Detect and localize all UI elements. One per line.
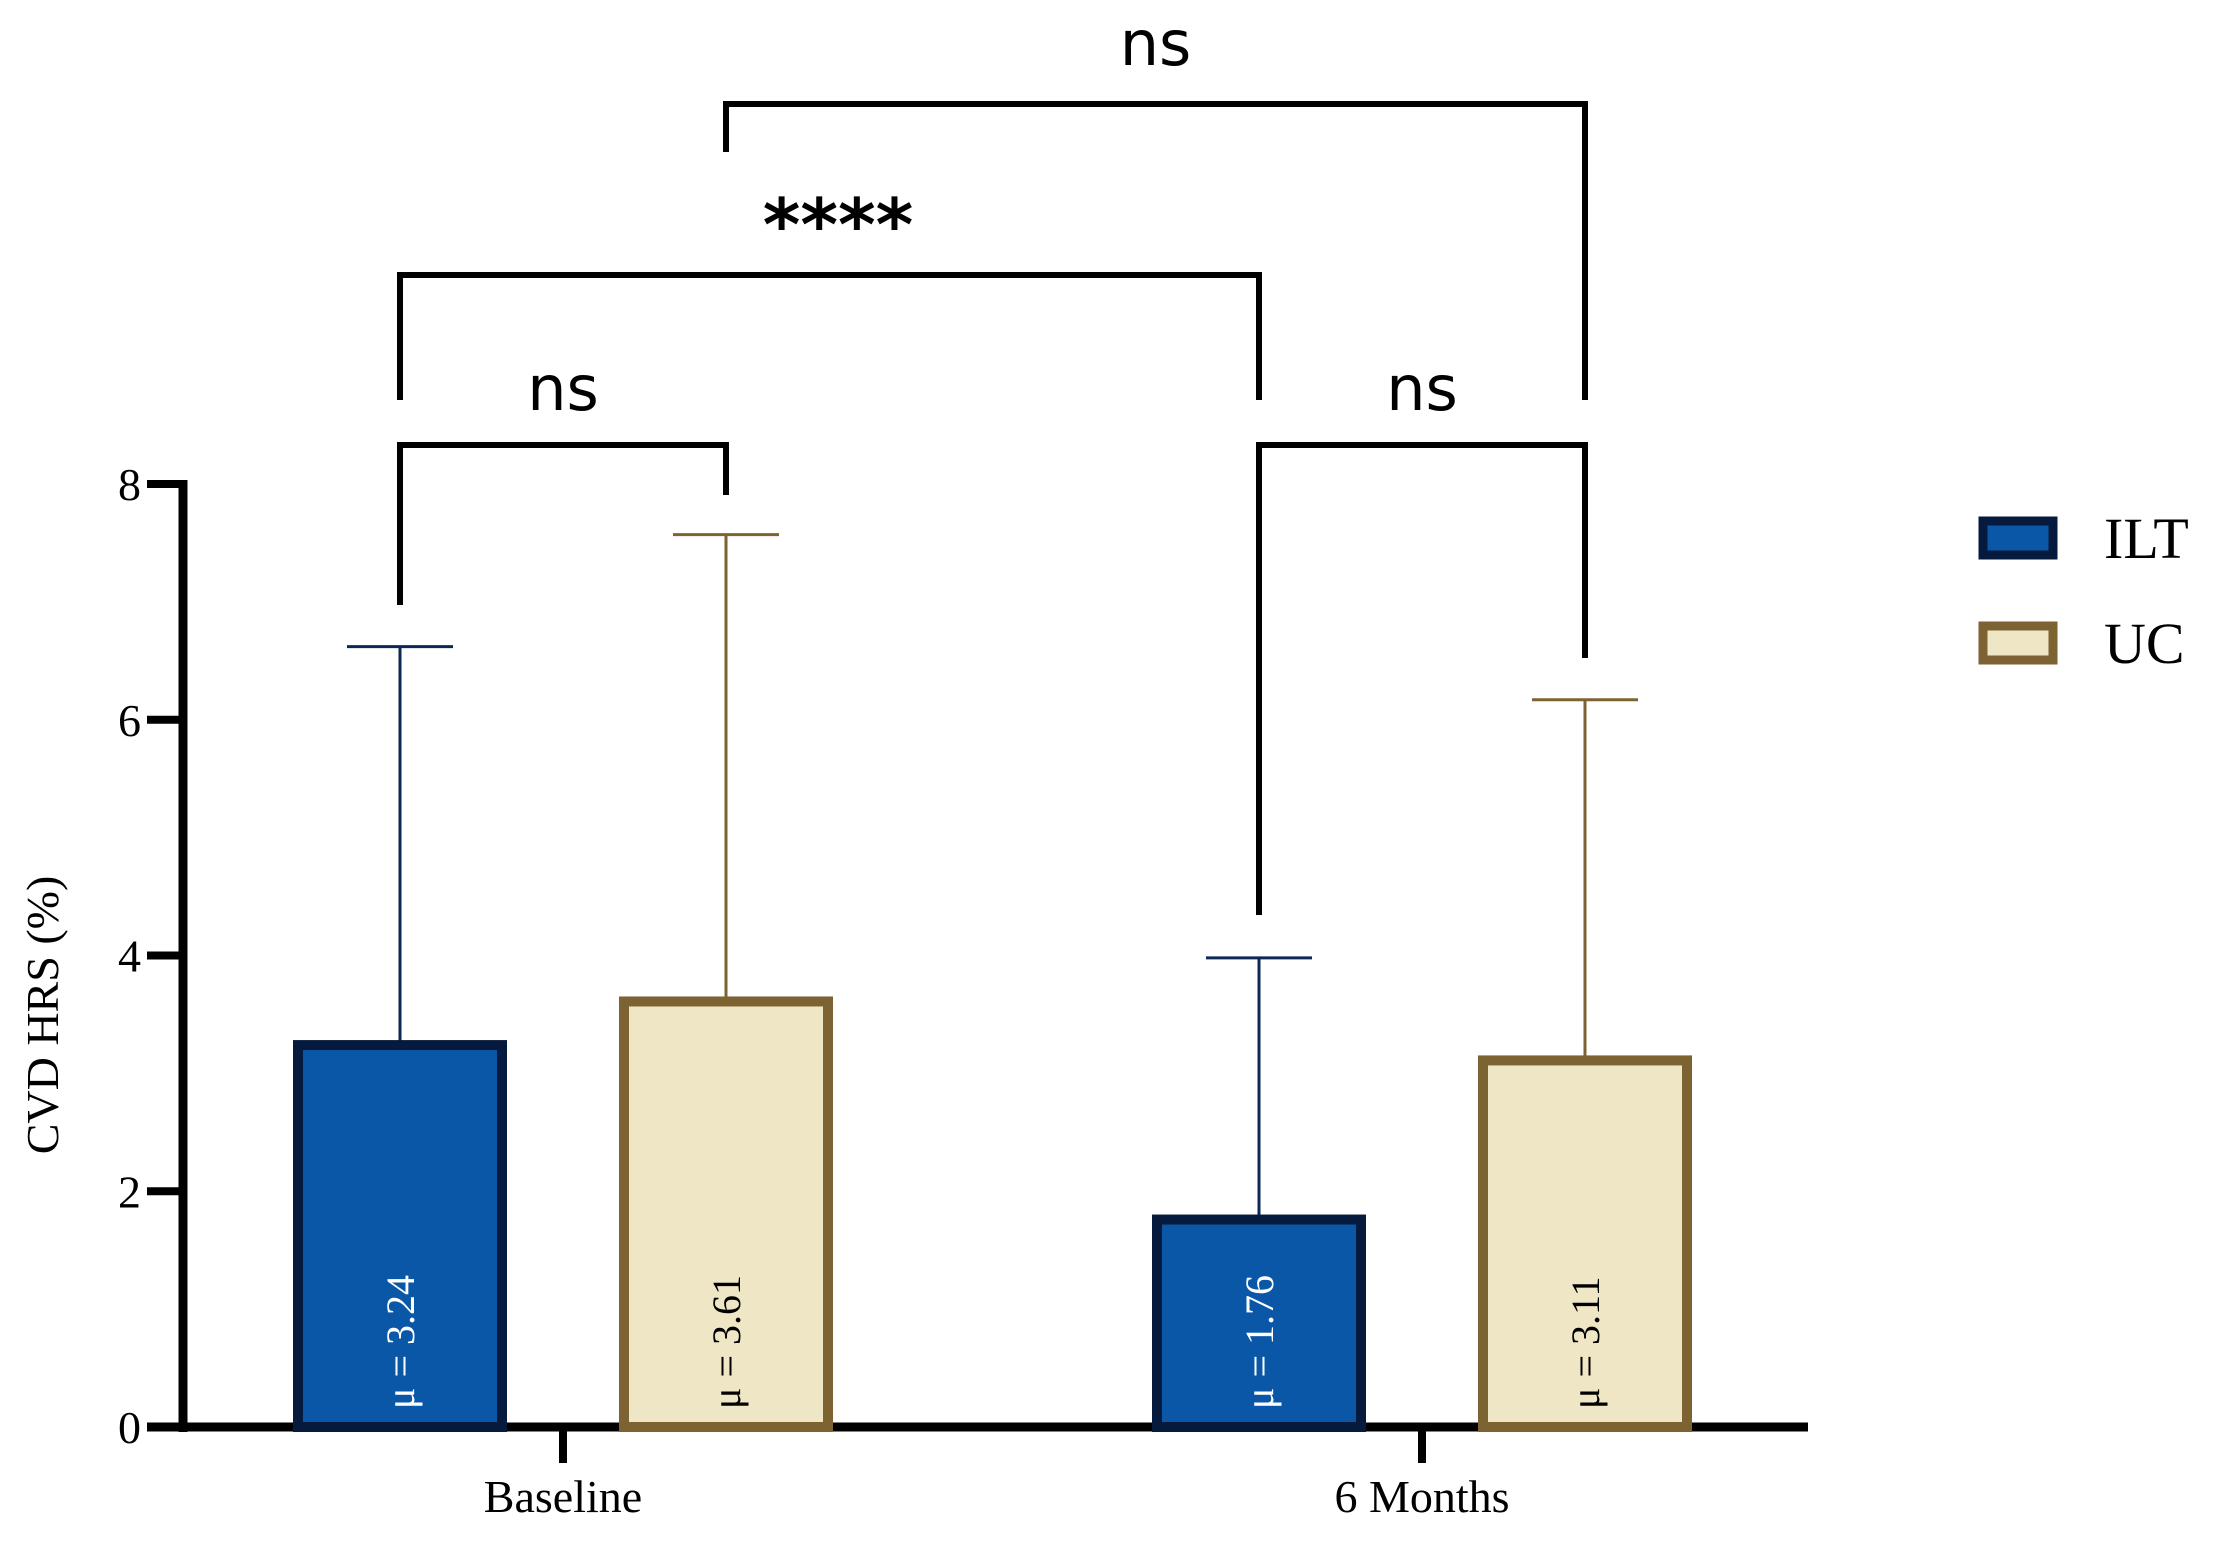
bar-ilt (293, 1040, 507, 1432)
x-tick-label: Baseline (484, 1471, 642, 1522)
bar-value-label: μ = 3.11 (1563, 1276, 1608, 1409)
bar-uc (619, 996, 833, 1432)
bar-value-label: μ = 1.76 (1237, 1275, 1282, 1409)
y-tick-label: 0 (118, 1402, 141, 1453)
significance-bracket (397, 272, 1262, 400)
y-tick-label: 2 (118, 1166, 141, 1217)
significance-bracket (723, 101, 1588, 400)
bars: μ = 3.24 μ = 1.76 μ = 3.61 μ = 3.11 (293, 996, 1692, 1433)
legend: ILT UC (1978, 506, 2189, 676)
bar-value-label: μ = 3.24 (378, 1275, 423, 1409)
error-bars (347, 533, 1638, 1220)
bar-value-label: μ = 3.61 (704, 1275, 749, 1409)
legend-label: UC (2104, 611, 2185, 676)
x-axis: Baseline 6 Months (147, 1422, 1808, 1522)
y-tick-label: 4 (118, 931, 141, 982)
y-axis-title: CVD HRS (%) (17, 876, 68, 1155)
legend-swatch-uc (1978, 621, 2058, 665)
bar-ilt (1152, 1214, 1366, 1433)
bar-uc (1478, 1055, 1692, 1432)
significance-label: ns (1386, 352, 1458, 425)
significance-label: ns (527, 352, 599, 425)
y-tick-label: 8 (118, 459, 141, 510)
significance-brackets: ns ns **** ns (397, 7, 1588, 915)
y-tick-label: 6 (118, 695, 141, 746)
significance-label: **** (763, 183, 914, 267)
legend-swatch-ilt (1978, 516, 2058, 560)
legend-label: ILT (2104, 506, 2189, 571)
y-axis: 0 2 4 6 8 (118, 459, 188, 1453)
significance-bracket (397, 442, 729, 605)
significance-bracket (1256, 442, 1588, 915)
x-tick-label: 6 Months (1334, 1471, 1509, 1522)
significance-label: ns (1120, 7, 1192, 80)
